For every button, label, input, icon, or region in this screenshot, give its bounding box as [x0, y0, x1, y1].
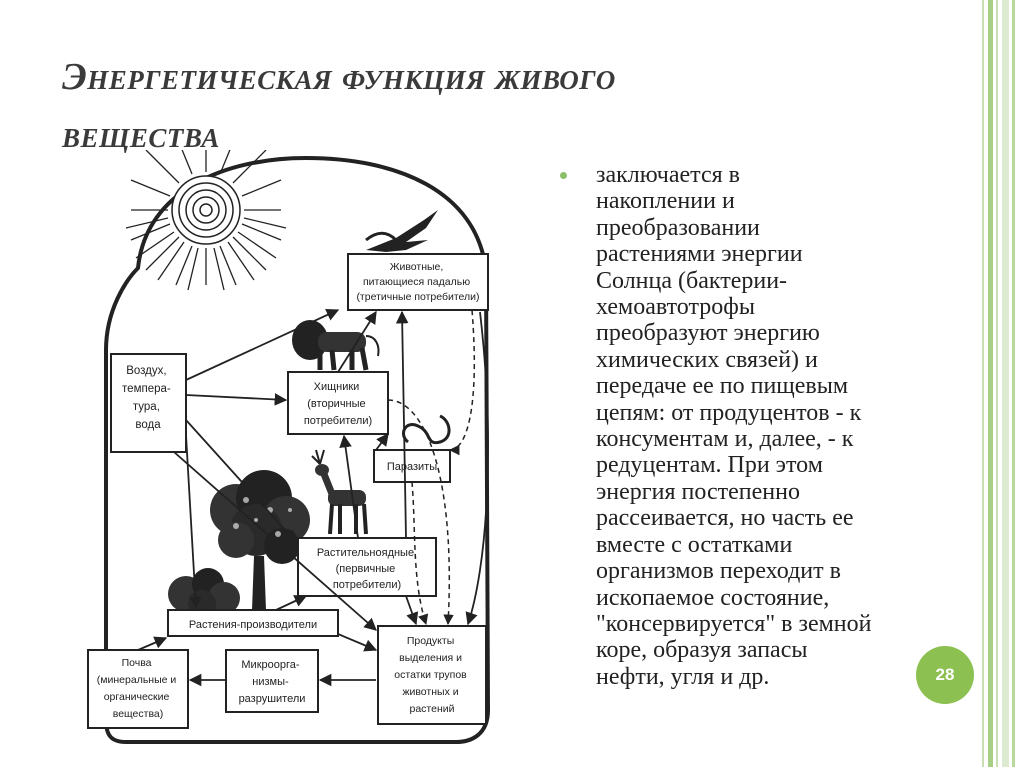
bullet-text: заключается в накоплении и преобразовани…	[596, 162, 872, 690]
svg-text:Продукты выделения и: Продукты выделения и остатки трупов живо…	[394, 635, 469, 715]
title-line-2: вещества	[62, 114, 220, 156]
predators-label: потребители)	[304, 415, 372, 427]
products-label: растений	[410, 703, 455, 715]
scavengers-label: питающиеся падалью	[363, 276, 470, 288]
air-label: тура,	[133, 401, 160, 413]
parasites-box: Паразиты	[373, 449, 451, 483]
svg-text:Паразиты: Паразиты	[387, 461, 437, 473]
svg-text:Воздух, темпера-: Воздух, темпера- тура, вода	[122, 365, 174, 431]
title-line-1: Энергетическая функция живого	[62, 56, 616, 98]
decorative-stripe	[1012, 0, 1015, 767]
svg-text:Животные, питающиеся п: Животные, питающиеся падалью (третичные …	[356, 261, 479, 303]
products-label: выделения и	[399, 652, 462, 664]
soil-label: вещества)	[113, 708, 164, 720]
slide-title: Энергетическая функция живого вещества	[62, 48, 922, 164]
producers-box: Растения-производители	[167, 609, 339, 637]
worm-icon	[402, 414, 451, 445]
herbivores-label: потребители)	[333, 579, 401, 591]
dashed-arrows	[387, 309, 476, 626]
sun-icon	[125, 150, 287, 291]
soil-box: Почва (минеральные и органические вещест…	[87, 649, 189, 729]
predators-label: (вторичные	[307, 398, 365, 410]
producers-label: Растения-производители	[189, 619, 317, 631]
svg-text:Микроорга- низмы-: Микроорга- низмы- разрушители	[239, 659, 306, 705]
bullet-block: заключается в накоплении и преобразовани…	[560, 162, 980, 690]
products-box: Продукты выделения и остатки трупов живо…	[377, 625, 487, 725]
products-label: остатки трупов	[394, 669, 467, 681]
predators-label: Хищники	[314, 381, 360, 393]
svg-text:Почва (минеральные и: Почва (минеральные и органические вещест…	[97, 657, 179, 720]
soil-label: (минеральные и	[97, 674, 177, 686]
svg-text:Хищники (вторичные: Хищники (вторичные потребители)	[304, 381, 372, 427]
microbes-box: Микроорга- низмы- разрушители	[225, 649, 319, 713]
parasites-label: Паразиты	[387, 461, 437, 473]
decorative-stripe	[996, 0, 998, 767]
air-label: темпера-	[122, 383, 171, 395]
decorative-stripe	[988, 0, 993, 767]
microbes-label: Микроорга-	[241, 659, 299, 671]
herbivores-label: Растительноядные	[317, 547, 414, 559]
predators-box: Хищники (вторичные потребители)	[287, 371, 389, 435]
air-label: Воздух,	[126, 365, 166, 377]
bird-icon	[365, 210, 438, 252]
products-label: Продукты	[407, 635, 454, 647]
products-label: животных и	[402, 686, 458, 698]
flow-arrows	[137, 309, 489, 687]
herbivores-box: Растительноядные (первичные потребители)	[297, 537, 437, 597]
svg-text:Растения-производители: Растения-производители	[189, 619, 317, 631]
microbes-label: разрушители	[239, 693, 306, 705]
microbes-label: низмы-	[252, 676, 289, 688]
herbivores-label: (первичные	[336, 563, 396, 575]
energy-flow-diagram: Воздух, темпера- тура, вода Животные, пи…	[87, 150, 491, 744]
air-box: Воздух, темпера- тура, вода	[110, 353, 187, 453]
decorative-stripe	[1002, 0, 1009, 767]
air-label: вода	[135, 419, 161, 431]
svg-text:Растительноядные (перв: Растительноядные (первичные потребители)	[317, 547, 417, 591]
scavengers-label: (третичные потребители)	[356, 291, 479, 303]
bullet-marker	[560, 172, 567, 179]
scavengers-box: Животные, питающиеся падалью (третичные …	[347, 253, 489, 311]
scavengers-label: Животные,	[390, 261, 444, 273]
soil-label: Почва	[122, 657, 152, 669]
deer-icon	[311, 449, 368, 535]
page-number-badge: 28	[916, 646, 974, 704]
decorative-stripe	[982, 0, 984, 767]
soil-label: органические	[104, 691, 170, 703]
